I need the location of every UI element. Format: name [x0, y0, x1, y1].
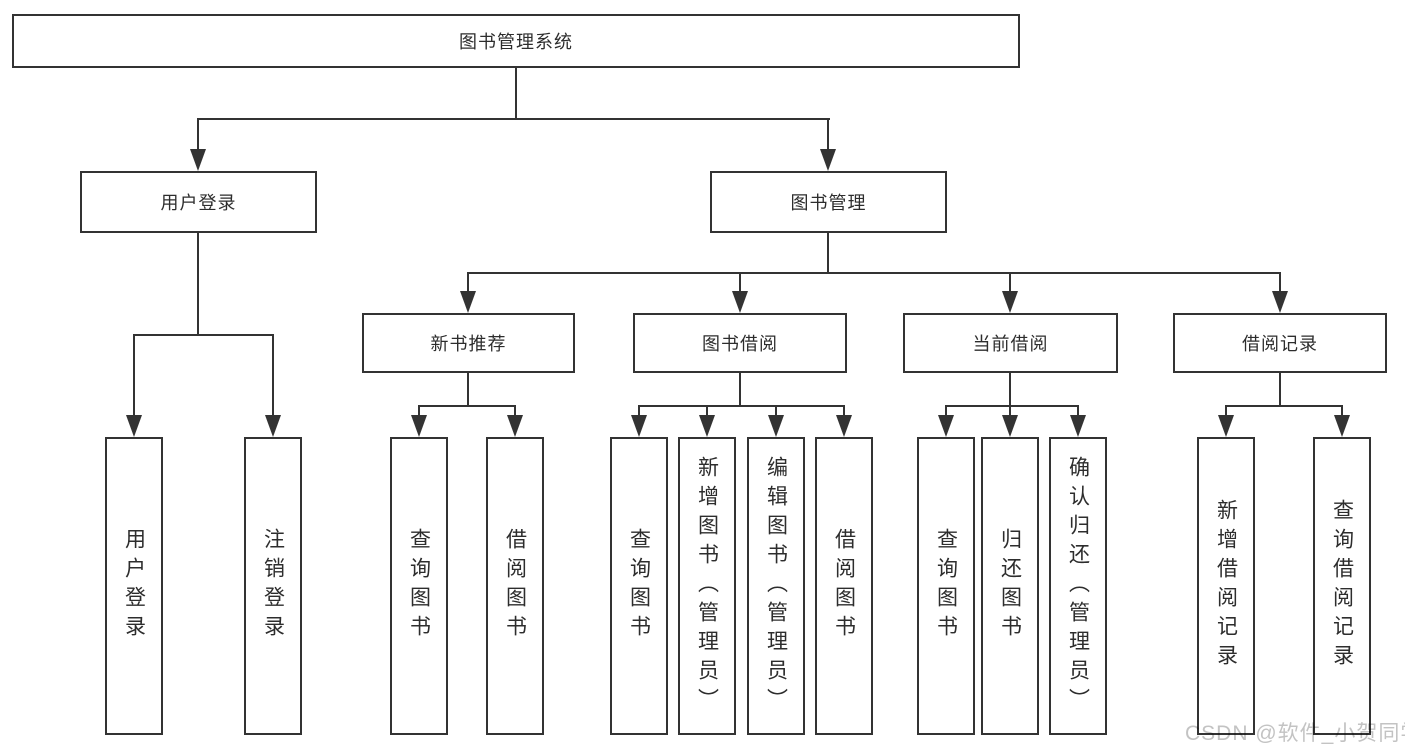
- node-borrowing-records: 借阅记录: [1173, 313, 1387, 373]
- leaf-confirm-return-admin: 确认归还（管理员）: [1049, 437, 1107, 735]
- leaf-label: 新增借阅记录: [1214, 499, 1238, 673]
- connector-line: [1341, 405, 1343, 417]
- connector-line: [272, 334, 274, 418]
- arrow-down-icon: [938, 415, 954, 437]
- arrow-down-icon: [460, 291, 476, 313]
- leaf-label: 查询图书: [627, 528, 651, 644]
- connector-line: [515, 68, 517, 120]
- arrow-down-icon: [126, 415, 142, 437]
- connector-line: [1225, 405, 1343, 407]
- leaf-borrow-books: 借阅图书: [486, 437, 544, 735]
- connector-line: [827, 118, 829, 151]
- connector-line: [197, 233, 199, 336]
- leaf-label: 查询图书: [407, 528, 431, 644]
- arrow-down-icon: [507, 415, 523, 437]
- leaf-borrow-books: 借阅图书: [815, 437, 873, 735]
- leaf-label: 借阅图书: [503, 528, 527, 644]
- node-label: 图书管理系统: [459, 32, 573, 52]
- arrow-down-icon: [768, 415, 784, 437]
- connector-line: [638, 405, 640, 417]
- connector-line: [133, 334, 274, 336]
- leaf-add-books-admin: 新增图书（管理员）: [678, 437, 736, 735]
- node-user-login: 用户登录: [80, 171, 317, 233]
- leaf-logout: 注销登录: [244, 437, 302, 735]
- arrow-down-icon: [411, 415, 427, 437]
- node-label: 借阅记录: [1242, 334, 1318, 354]
- csdn-watermark: CSDN @软件_小贺同学: [1185, 722, 1405, 745]
- arrow-down-icon: [190, 149, 206, 171]
- connector-line: [514, 405, 516, 417]
- leaf-return-books: 归还图书: [981, 437, 1039, 735]
- connector-line: [197, 118, 830, 120]
- node-label: 新书推荐: [430, 334, 507, 354]
- leaf-user-login: 用户登录: [105, 437, 163, 735]
- leaf-label: 确认归还（管理员）: [1066, 455, 1090, 717]
- connector-line: [843, 405, 845, 417]
- leaf-query-borrow-record: 查询借阅记录: [1313, 437, 1371, 735]
- connector-line: [739, 272, 741, 293]
- leaf-label: 新增图书（管理员）: [695, 455, 719, 717]
- connector-line: [638, 405, 845, 407]
- connector-line: [418, 405, 420, 417]
- leaf-query-books: 查询图书: [610, 437, 668, 735]
- node-library-management-system: 图书管理系统: [12, 14, 1020, 68]
- connector-line: [197, 118, 199, 151]
- arrow-down-icon: [820, 149, 836, 171]
- connector-line: [945, 405, 1079, 407]
- connector-line: [1009, 405, 1011, 417]
- leaf-query-books: 查询图书: [390, 437, 448, 735]
- leaf-query-books: 查询图书: [917, 437, 975, 735]
- leaf-add-borrow-record: 新增借阅记录: [1197, 437, 1255, 735]
- connector-line: [1009, 373, 1011, 407]
- connector-line: [133, 334, 135, 418]
- connector-line: [418, 405, 516, 407]
- leaf-label: 注销登录: [261, 528, 285, 644]
- connector-line: [827, 233, 829, 274]
- leaf-label: 用户登录: [122, 528, 146, 644]
- leaf-label: 归还图书: [998, 528, 1022, 644]
- connector-line: [467, 272, 469, 293]
- arrow-down-icon: [836, 415, 852, 437]
- connector-line: [1279, 272, 1281, 293]
- node-label: 用户登录: [160, 193, 237, 213]
- connector-line: [468, 272, 1281, 274]
- connector-line: [1077, 405, 1079, 417]
- connector-line: [1225, 405, 1227, 417]
- arrow-down-icon: [1002, 415, 1018, 437]
- leaf-edit-books-admin: 编辑图书（管理员）: [747, 437, 805, 735]
- leaf-label: 编辑图书（管理员）: [764, 455, 788, 717]
- node-label: 当前借阅: [972, 334, 1049, 354]
- connector-line: [775, 405, 777, 417]
- arrow-down-icon: [631, 415, 647, 437]
- arrow-down-icon: [1218, 415, 1234, 437]
- connector-line: [467, 373, 469, 407]
- leaf-label: 查询借阅记录: [1330, 499, 1354, 673]
- connector-line: [1009, 272, 1011, 293]
- arrow-down-icon: [265, 415, 281, 437]
- node-current-borrowing: 当前借阅: [903, 313, 1118, 373]
- node-book-borrowing: 图书借阅: [633, 313, 847, 373]
- arrow-down-icon: [699, 415, 715, 437]
- leaf-label: 借阅图书: [832, 528, 856, 644]
- connector-line: [1279, 373, 1281, 407]
- node-new-book-recommendation: 新书推荐: [362, 313, 575, 373]
- leaf-label: 查询图书: [934, 528, 958, 644]
- arrow-down-icon: [1002, 291, 1018, 313]
- connector-line: [706, 405, 708, 417]
- node-label: 图书管理: [790, 193, 867, 213]
- arrow-down-icon: [1070, 415, 1086, 437]
- connector-line: [945, 405, 947, 417]
- arrow-down-icon: [732, 291, 748, 313]
- arrow-down-icon: [1334, 415, 1350, 437]
- node-label: 图书借阅: [702, 334, 778, 354]
- arrow-down-icon: [1272, 291, 1288, 313]
- connector-line: [739, 373, 741, 407]
- node-book-management: 图书管理: [710, 171, 947, 233]
